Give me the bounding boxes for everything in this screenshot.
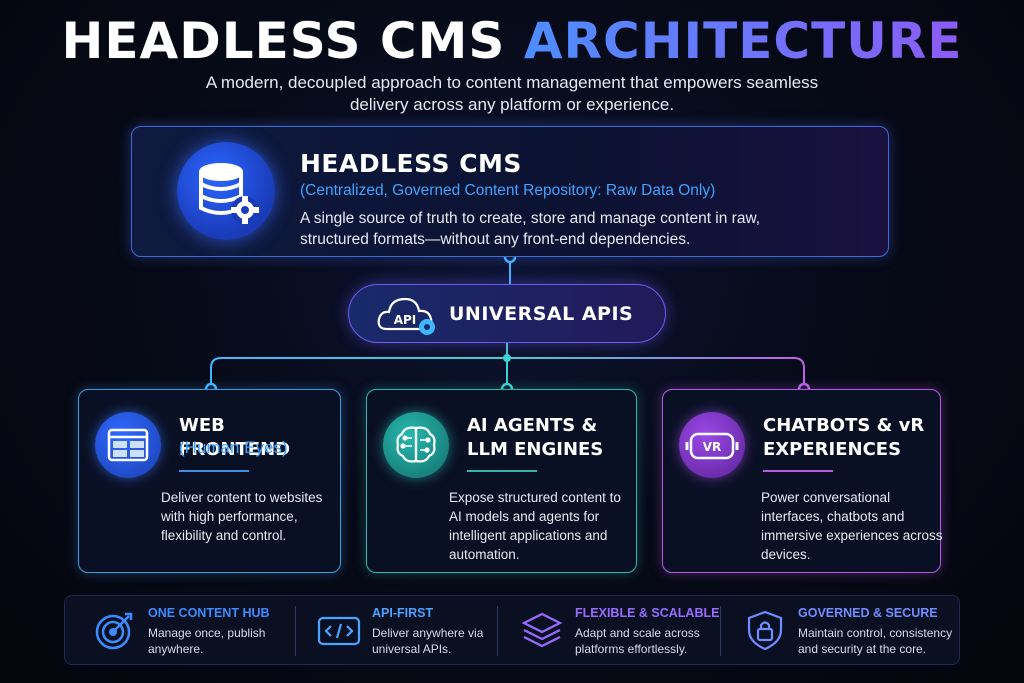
target-icon bbox=[93, 608, 137, 652]
hub-title: HEADLESS CMS bbox=[300, 149, 522, 178]
channel-subtitle: (Human Eyes) bbox=[179, 438, 288, 457]
cloud-api-gear-icon: API bbox=[375, 293, 441, 337]
feature-description: Manage once, publish anywhere. bbox=[148, 626, 266, 656]
feature-description: Deliver anywhere via universal APIs. bbox=[372, 626, 484, 656]
feature-description: Adapt and scale across platforms effortl… bbox=[575, 626, 700, 656]
api-icon-text: API bbox=[394, 313, 417, 327]
vr-icon-text: VR bbox=[703, 440, 722, 454]
headless-cms-box: HEADLESS CMS (Centralized, Governed Cont… bbox=[131, 126, 889, 257]
channel-title: WEB FRONTEND bbox=[179, 415, 291, 460]
universal-apis-box: API UNIVERSAL APIS bbox=[348, 284, 666, 343]
title-part-1: HEADLESS CMS bbox=[61, 12, 506, 70]
database-gear-icon bbox=[177, 142, 275, 240]
channel-card-web: WEB FRONTEND (Human Eyes) Deliver conten… bbox=[78, 389, 341, 573]
feature-governed-secure: GOVERNED & SECURE Maintain control, cons… bbox=[743, 596, 953, 666]
feature-description: Maintain control, consistency and securi… bbox=[798, 626, 953, 656]
features-bar: ONE CONTENT HUB Manage once, publish any… bbox=[64, 595, 960, 665]
page-subtitle: A modern, decoupled approach to content … bbox=[205, 73, 819, 114]
feature-divider bbox=[720, 606, 721, 656]
feature-title: ONE CONTENT HUB bbox=[148, 606, 270, 620]
feature-one-content-hub: ONE CONTENT HUB Manage once, publish any… bbox=[93, 596, 293, 666]
feature-title: FLEXIBLE & SCALABLE bbox=[575, 606, 720, 620]
channel-description: Power conversational interfaces, chatbot… bbox=[761, 490, 943, 562]
feature-title: API-FIRST bbox=[372, 606, 434, 620]
feature-divider bbox=[295, 606, 296, 656]
api-title: UNIVERSAL APIS bbox=[449, 303, 634, 325]
channel-title: AI AGENTS & LLM ENGINES bbox=[467, 415, 604, 460]
shield-lock-icon bbox=[743, 608, 787, 652]
channel-description: Deliver content to websites with high pe… bbox=[161, 490, 323, 543]
channel-title: CHATBOTS & vR EXPERIENCES bbox=[763, 415, 925, 460]
divider bbox=[179, 470, 249, 472]
feature-flexible-scalable: FLEXIBLE & SCALABLE Adapt and scale acro… bbox=[520, 596, 740, 666]
connector-dot-api bbox=[503, 354, 511, 362]
ai-brain-icon bbox=[383, 412, 449, 478]
hub-subtitle: (Centralized, Governed Content Repositor… bbox=[300, 182, 716, 199]
channel-description: Expose structured content to AI models a… bbox=[449, 490, 621, 562]
channel-card-ai: AI AGENTS & LLM ENGINES Expose structure… bbox=[366, 389, 637, 573]
channel-card-vr: VR CHATBOTS & vR EXPERIENCES Power conve… bbox=[662, 389, 943, 573]
feature-title: GOVERNED & SECURE bbox=[798, 606, 938, 620]
feature-api-first: API-FIRST Deliver anywhere via universal… bbox=[317, 596, 517, 666]
title-part-2: ARCHITECTURE bbox=[523, 12, 963, 70]
divider bbox=[467, 470, 537, 472]
browser-window-icon bbox=[95, 412, 161, 478]
code-icon bbox=[317, 608, 361, 652]
page-title: HEADLESS CMS ARCHITECTURE bbox=[0, 12, 1024, 70]
vr-headset-icon: VR bbox=[679, 412, 745, 478]
divider bbox=[763, 470, 833, 472]
hub-description: A single source of truth to create, stor… bbox=[300, 210, 761, 248]
feature-divider bbox=[497, 606, 498, 656]
layers-icon bbox=[520, 608, 564, 652]
